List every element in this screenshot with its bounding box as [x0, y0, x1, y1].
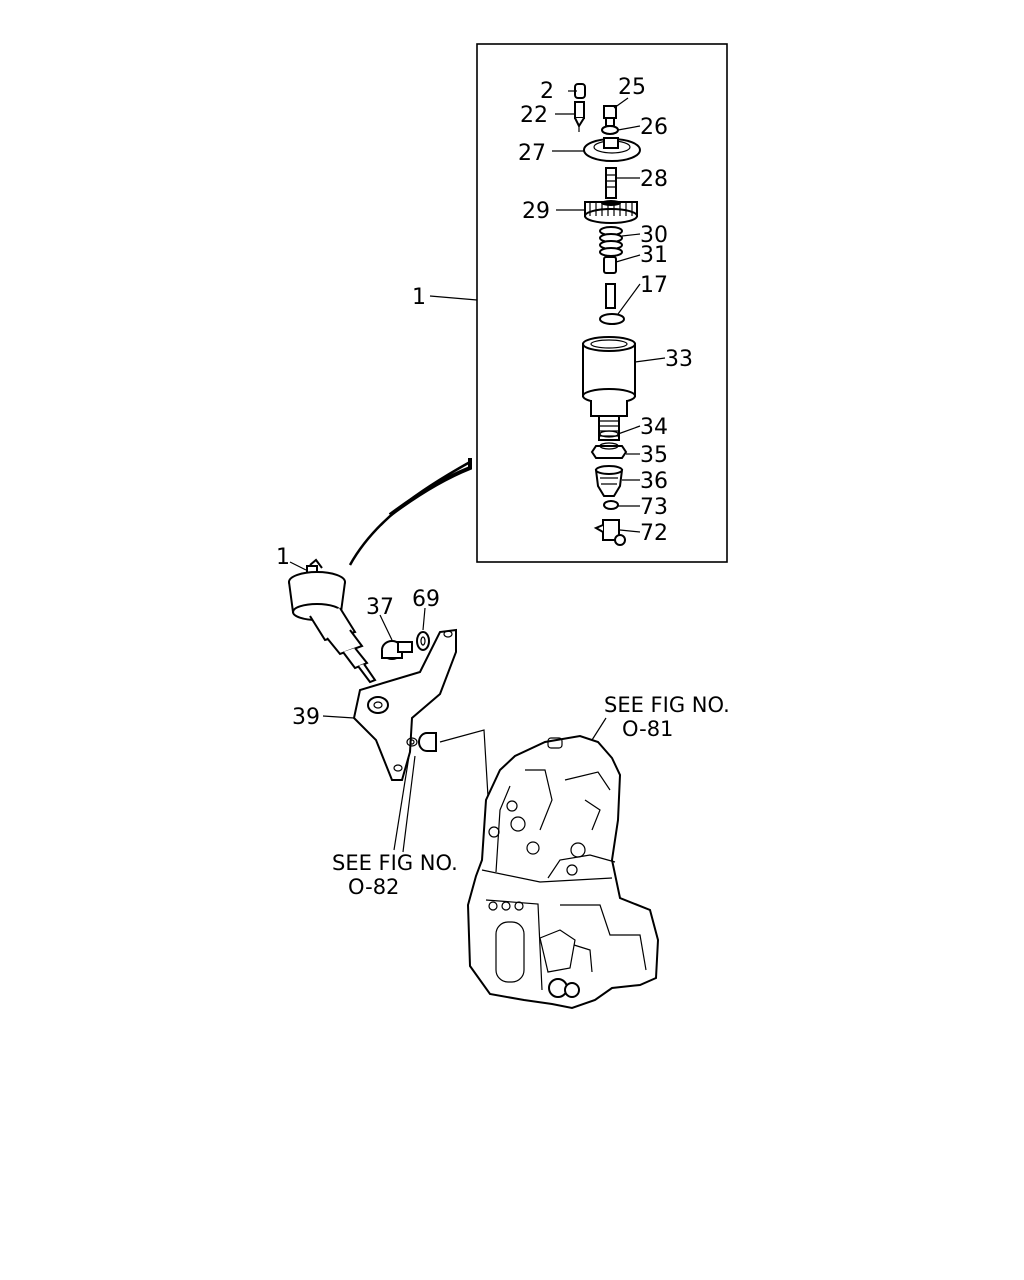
label-33: 33	[665, 347, 693, 372]
part-26-washer	[601, 125, 619, 135]
part-72-clip	[593, 519, 626, 546]
label-1-box: 1	[412, 285, 426, 310]
part-22-pin	[574, 101, 585, 132]
label-25: 25	[618, 75, 646, 100]
label-2: 2	[540, 79, 554, 104]
label-29: 29	[522, 199, 550, 224]
part-1-assembly	[288, 558, 377, 684]
label-22: 22	[520, 103, 548, 128]
part-17-oring	[599, 313, 625, 325]
leader-lines	[429, 90, 666, 533]
label-30: 30	[640, 223, 668, 248]
label-17: 17	[640, 273, 668, 298]
label-28: 28	[640, 167, 668, 192]
label-26: 26	[640, 115, 668, 140]
label-73: 73	[640, 495, 668, 520]
label-39: 39	[292, 705, 320, 730]
label-35: 35	[640, 443, 668, 468]
fig81-leader	[591, 717, 607, 741]
label-37: 37	[366, 595, 394, 620]
ref-fig82-line2: O-82	[348, 875, 399, 899]
label-31: 31	[640, 243, 668, 268]
part-29-gear	[584, 200, 638, 224]
bracket-spacer	[418, 732, 437, 752]
part-30-spring	[599, 226, 623, 257]
ref-fig81-line1: SEE FIG NO.	[604, 693, 730, 717]
detail-box	[476, 43, 728, 563]
part-33-housing	[582, 336, 636, 441]
ref-fig82-line1: SEE FIG NO.	[332, 851, 458, 875]
label-27: 27	[518, 141, 546, 166]
exterior-leader-lines	[289, 561, 426, 853]
detail-connector-thick	[388, 458, 472, 517]
label-36: 36	[640, 469, 668, 494]
part-35-nut	[590, 442, 628, 459]
ref-fig81-line2: O-81	[622, 717, 673, 741]
part-69-washer	[416, 631, 430, 651]
label-69: 69	[412, 587, 440, 612]
part-31-bushing	[603, 256, 617, 274]
spacer-leader	[439, 729, 491, 831]
part-28-shaft	[605, 167, 617, 199]
part-37-bolt	[381, 640, 413, 660]
part-73-washer	[603, 500, 619, 510]
part-36-cap	[594, 465, 624, 497]
label-1-part: 1	[276, 545, 290, 570]
part-27-plate	[583, 137, 641, 162]
part-pin	[605, 283, 616, 309]
pump-body	[466, 734, 660, 1010]
label-72: 72	[640, 521, 668, 546]
part-25-screw	[603, 105, 617, 127]
part-39-bracket	[352, 628, 457, 781]
label-34: 34	[640, 415, 668, 440]
